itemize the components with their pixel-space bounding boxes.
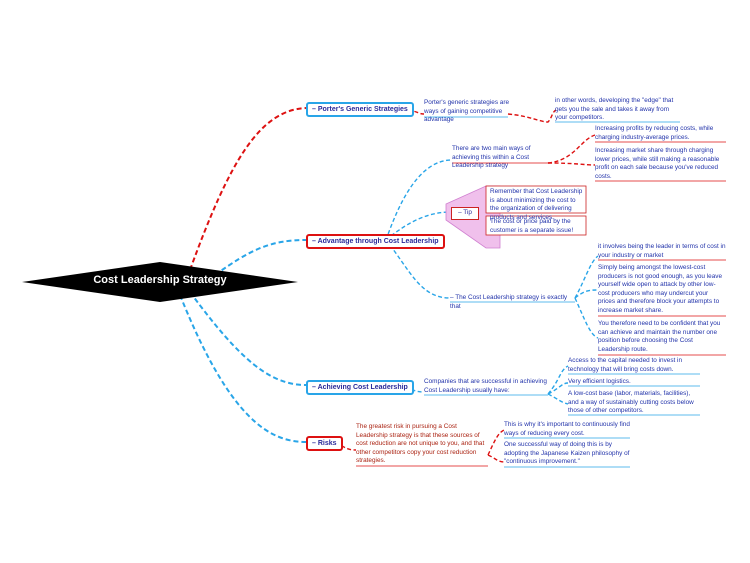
branch-achieving[interactable]: – Achieving Cost Leadership [306,380,414,395]
risks-text[interactable]: The greatest risk in pursuing a Cost Lea… [356,423,485,465]
achieving-text[interactable]: Companies that are successful in achievi… [424,378,547,394]
adv-exactly[interactable]: – The Cost Leadership strategy is exactl… [450,294,568,310]
center-node-shape [22,262,298,302]
risks-r1[interactable]: This is why it's important to continuous… [504,421,630,437]
tip-node[interactable]: – Tip [451,207,479,220]
achieving-i1[interactable]: Access to the capital needed to invest i… [568,357,683,373]
connector-risks-items [487,429,505,463]
tip2-box [485,215,587,236]
connector-exactly-ex2 [574,289,599,299]
branch-porter[interactable]: – Porter's Generic Strategies [306,102,414,117]
adv-way1[interactable]: Increasing profits by reducing costs, wh… [595,125,714,141]
porter-text[interactable]: Porter's generic strategies are ways of … [424,99,510,124]
center-node-label[interactable]: Cost Leadership Strategy [93,274,227,286]
tip2-text[interactable]: The cost or price paid by the customer i… [490,218,574,234]
connector-risks [179,294,307,443]
risks-r2[interactable]: One successful way of doing this is by a… [504,441,630,466]
branch-risks[interactable]: – Risks [306,436,343,451]
achieving-i3[interactable]: A low-cost base (labor, materials, facil… [568,390,694,415]
tip1-text[interactable]: Remember that Cost Leadership is about m… [490,188,583,221]
connector-advantage [214,239,307,276]
adv-ex2[interactable]: Simply being amongst the lowest-cost pro… [598,264,722,314]
connector-exactly-ex3 [574,297,599,339]
adv-two-ways[interactable]: There are two main ways of achieving thi… [452,145,531,170]
tip1-box [485,185,587,214]
connector-porter-sub [507,109,557,123]
connector-achieving-items [547,365,569,405]
connector-adv-exactly [385,239,451,299]
connector-achieving [189,291,307,386]
adv-ex3[interactable]: You therefore need to be confident that … [598,320,721,353]
connector-porter [189,107,307,271]
connector-twoways-way2 [547,162,596,166]
connector-twoways-way1 [547,134,596,164]
adv-way2[interactable]: Increasing market share through charging… [595,147,720,180]
achieving-i2[interactable]: Very efficient logistics. [568,378,631,385]
branch-advantage[interactable]: – Advantage through Cost Leadership [306,234,445,249]
porter-sub[interactable]: in other words, developing the "edge" th… [555,97,674,122]
connector-adv-twoways [385,159,453,241]
adv-ex1[interactable]: it involves being the leader in terms of… [598,243,726,259]
connector-exactly-ex1 [574,255,599,299]
